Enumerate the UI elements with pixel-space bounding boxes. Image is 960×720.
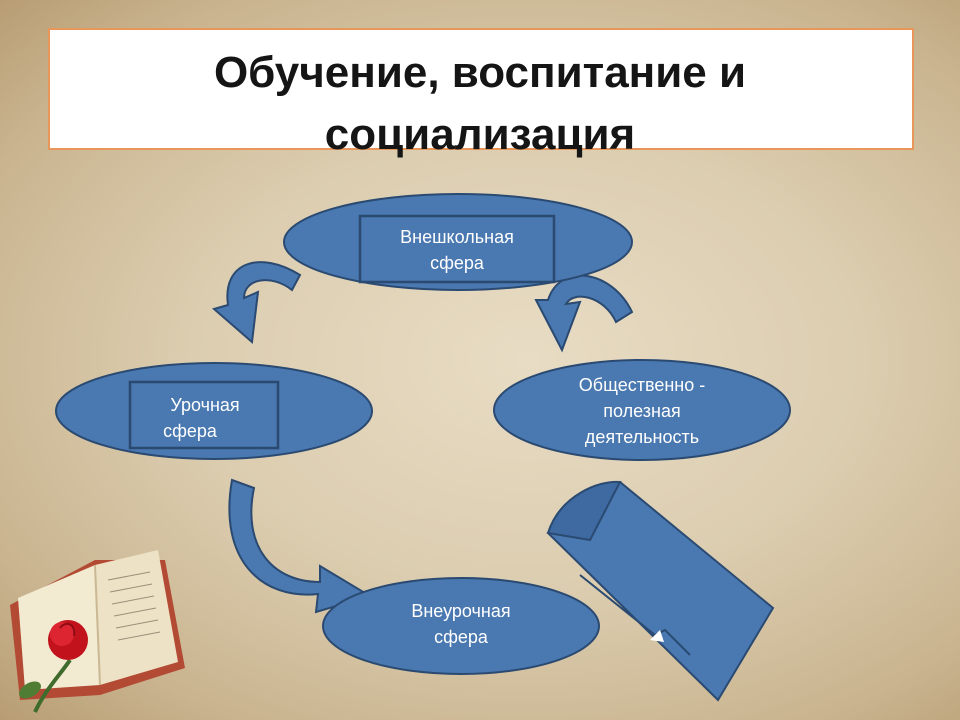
node-vneshkolnaya-frame — [358, 214, 556, 284]
node-urochnaya-frame — [128, 380, 280, 450]
node-vneurochnaya-label: Внеурочная сфера — [376, 598, 546, 650]
node-obshchestvenno-ellipse — [493, 359, 791, 461]
slide-title: Обучение, воспитание и социализация — [0, 42, 960, 166]
node-urochnaya-label: Урочная сфера — [140, 392, 270, 444]
node-obshchestvenno-line-3: деятельность — [584, 427, 700, 447]
node-urochnaya-line-1: Урочная — [170, 395, 240, 415]
slide-title-line-1: Обучение, воспитание и — [213, 48, 747, 97]
arrow-top-right — [534, 274, 634, 353]
arrow-top-left — [211, 261, 302, 344]
slide-title-line-2: социализация — [324, 110, 636, 159]
node-vneshkolnaya-line-2: сфера — [430, 253, 484, 273]
node-vneurochnaya-line-1: Внеурочная — [411, 601, 511, 621]
node-obshchestvenno-label: Общественно - полезная деятельность — [530, 372, 754, 450]
arrow-bottom-left — [228, 478, 373, 614]
title-box — [48, 28, 914, 150]
node-obshchestvenno-line-1: Общественно - — [578, 375, 706, 395]
node-vneshkolnaya-line-1: Внешкольная — [400, 227, 514, 247]
arrow-bottom-right — [546, 480, 775, 702]
node-vneshkolnaya-label: Внешкольная сфера — [360, 224, 554, 276]
node-obshchestvenno-line-2: полезная — [603, 401, 681, 421]
node-urochnaya-ellipse — [55, 362, 373, 460]
book-rose-illustration — [10, 550, 185, 713]
node-urochnaya-line-2: сфера — [163, 421, 217, 441]
node-vneurochnaya-line-2: сфера — [434, 627, 488, 647]
node-vneurochnaya-ellipse — [322, 577, 600, 675]
node-vneshkolnaya-ellipse — [283, 193, 633, 291]
